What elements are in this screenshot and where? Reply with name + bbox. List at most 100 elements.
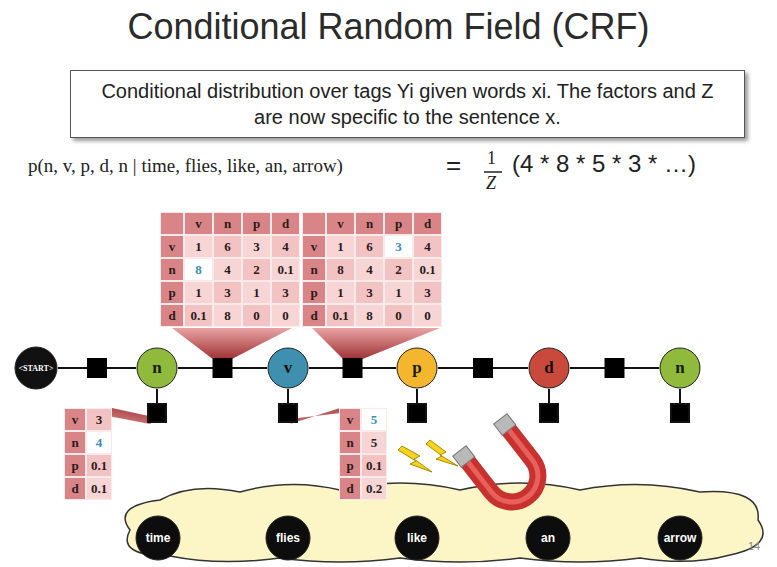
table-cell: 2 <box>384 258 413 281</box>
table-header: d <box>64 477 86 500</box>
table-header: v <box>339 408 361 431</box>
table-cell: 0.1 <box>413 258 442 281</box>
table-header: d <box>413 212 442 235</box>
table-cell: 0.2 <box>361 477 387 500</box>
equals-sign: = <box>446 150 461 181</box>
node-label: d <box>544 358 553 378</box>
table-cell: 1 <box>242 281 271 304</box>
table-header: p <box>242 212 271 235</box>
fraction-denominator: Z <box>486 173 496 194</box>
node-label: time <box>146 531 171 545</box>
table-cell: 8 <box>184 258 213 281</box>
table-cell: 4 <box>413 235 442 258</box>
table-cell: 6 <box>213 235 242 258</box>
table-cell: 3 <box>213 281 242 304</box>
table-header: n <box>355 212 384 235</box>
node-label: like <box>407 531 427 545</box>
table-cell: 4 <box>86 431 112 454</box>
table-cell: 0.1 <box>86 454 112 477</box>
table-header: v <box>302 235 326 258</box>
word-node: like <box>394 515 440 561</box>
table-header: d <box>160 304 184 327</box>
factor-connector <box>58 358 136 378</box>
node-label: flies <box>276 531 300 545</box>
table-corner <box>302 212 326 235</box>
node-label: arrow <box>664 531 697 545</box>
table-cell: 0 <box>384 304 413 327</box>
table-cell: 0 <box>413 304 442 327</box>
table-header: n <box>64 431 86 454</box>
table-cell: 4 <box>213 258 242 281</box>
table-cell: 2 <box>242 258 271 281</box>
table-cell: 5 <box>361 408 387 431</box>
table-header: n <box>160 258 184 281</box>
table-corner <box>160 212 184 235</box>
table-header: p <box>64 454 86 477</box>
word-node: time <box>135 515 181 561</box>
table-cell: 1 <box>326 235 355 258</box>
table-cell: 3 <box>355 281 384 304</box>
slide-title: Conditional Random Field (CRF) <box>0 6 777 48</box>
factor-connector <box>309 358 396 378</box>
factor-connector <box>438 358 528 378</box>
formula-lhs: p(n, v, p, d, n | time, flies, like, an,… <box>28 155 343 177</box>
table-header: p <box>384 212 413 235</box>
table-header: p <box>160 281 184 304</box>
table-cell: 4 <box>355 258 384 281</box>
word-node: flies <box>265 515 311 561</box>
tag-variable: v <box>267 347 309 389</box>
node-label: n <box>675 358 684 378</box>
node-label: n <box>152 358 161 378</box>
node-label: v <box>284 358 293 378</box>
fraction-numerator: 1 <box>487 148 496 169</box>
tag-variable: p <box>396 347 438 389</box>
table-cell: 1 <box>326 281 355 304</box>
factor-connector <box>570 358 659 378</box>
word-cloud <box>125 483 763 562</box>
table-header: v <box>184 212 213 235</box>
table-cell: 5 <box>361 431 387 454</box>
tag-variable: n <box>136 347 178 389</box>
table-header: n <box>213 212 242 235</box>
table-header: d <box>271 212 300 235</box>
table-cell: 0.1 <box>326 304 355 327</box>
table-header: p <box>302 281 326 304</box>
table-cell: 0 <box>242 304 271 327</box>
table-header: p <box>339 454 361 477</box>
factor-connector <box>178 358 267 378</box>
table-header: v <box>160 235 184 258</box>
fraction-bar <box>484 171 502 173</box>
table-cell: 1 <box>184 235 213 258</box>
lightning <box>398 446 432 472</box>
table-cell: 3 <box>413 281 442 304</box>
table-cell: 8 <box>213 304 242 327</box>
word-node: an <box>525 515 571 561</box>
table-cell: 6 <box>355 235 384 258</box>
table-cell: 0.1 <box>271 258 300 281</box>
page-number: 14 <box>748 540 760 552</box>
word-node: arrow <box>657 515 703 561</box>
table-cell: 1 <box>384 281 413 304</box>
node-label: p <box>412 358 421 378</box>
table-cell: 0 <box>271 304 300 327</box>
table-header: v <box>64 408 86 431</box>
definition-text: Conditional distribution over tags Yi gi… <box>101 78 714 130</box>
table-cell: 0.1 <box>86 477 112 500</box>
unary-factors <box>148 389 689 422</box>
node-label: <START> <box>19 364 54 373</box>
table-cell: 3 <box>86 408 112 431</box>
table-header: v <box>326 212 355 235</box>
table-header: n <box>302 258 326 281</box>
start-node: <START> <box>14 346 58 390</box>
factor-product: (4 * 8 * 5 * 3 * …) <box>512 150 696 178</box>
table-cell: 3 <box>242 235 271 258</box>
definition-box: Conditional distribution over tags Yi gi… <box>70 70 745 138</box>
table-header: d <box>339 477 361 500</box>
table-cell: 3 <box>271 281 300 304</box>
magnet <box>453 414 555 518</box>
node-label: an <box>541 531 555 545</box>
table-cell: 1 <box>184 281 213 304</box>
table-cell: 4 <box>271 235 300 258</box>
table-header: d <box>302 304 326 327</box>
table-cell: 0.1 <box>184 304 213 327</box>
